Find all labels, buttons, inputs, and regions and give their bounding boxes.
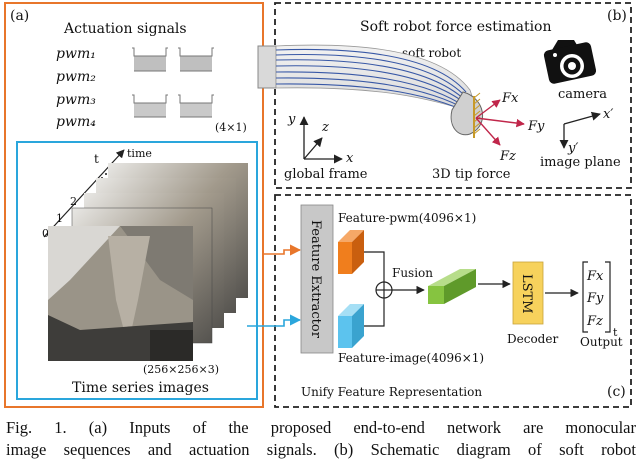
image-axis-y: y′ [567, 141, 578, 156]
image-to-extractor-arrow [247, 314, 302, 327]
caption-line-2: image sequences and actuation signals. (… [6, 440, 636, 459]
camera-icon [543, 40, 597, 84]
tip-force-fz: Fz [499, 149, 516, 164]
tip-force-fx: Fx [501, 91, 519, 106]
pwm-label-1: pwm₁ [56, 46, 96, 62]
panel-b-label: (b) [607, 8, 627, 24]
pwm-label-4: pwm₄ [56, 114, 96, 130]
images-caption: Time series images [72, 380, 209, 396]
pwm-label-2: pwm₂ [56, 69, 96, 85]
panel-b-title: Soft robot force estimation [360, 19, 552, 35]
lstm-block [512, 261, 544, 325]
global-axis-x: x [346, 151, 354, 166]
frame-index-0: 0 [42, 227, 49, 240]
lstm-label: LSTM [519, 274, 534, 314]
soft-robot-label: soft robot [402, 46, 461, 60]
image-front-frame [48, 226, 193, 361]
panel-a-border [4, 2, 264, 408]
pwm-dim-label: (4×1) [215, 121, 247, 134]
global-axis-z: z [321, 120, 329, 135]
tip-force-arrows [475, 99, 525, 146]
pwm-to-extractor-arrow [263, 244, 302, 256]
image-axis-x: x′ [603, 107, 613, 122]
soft-robot-body [257, 44, 484, 138]
output-fz: Fz [586, 314, 603, 329]
time-t-label: t [94, 152, 99, 166]
feature-image-label: Feature-image(4096×1) [338, 351, 484, 365]
global-frame-axes [299, 116, 343, 164]
tip-force-fy: Fy [527, 119, 545, 134]
feature-pwm-block [338, 230, 364, 274]
panel-c-border [274, 194, 632, 408]
output-t-subscript: t [613, 326, 618, 339]
feature-extractor-label: Feature Extractor [308, 220, 323, 339]
image-plane-axes [559, 111, 601, 149]
images-box [16, 141, 258, 400]
actuation-title: Actuation signals [63, 21, 187, 37]
image-dim-label: (256×256×3) [143, 363, 219, 376]
panel-a-label: (a) [10, 8, 29, 24]
feature-pwm-label: Feature-pwm(4096×1) [338, 211, 476, 225]
decoder-label: Decoder [507, 332, 558, 346]
fusion-label: Fusion [392, 266, 433, 280]
output-fx: Fx [586, 269, 604, 284]
caption-line-1: Fig. 1. (a) Inputs of the proposed end-t… [6, 418, 636, 437]
unify-label: Unify Feature Representation [301, 385, 482, 399]
figure-caption: Fig. 1. (a) Inputs of the proposed end-t… [6, 417, 636, 461]
output-label: Output [580, 335, 623, 349]
frame-index-2: 2 [70, 195, 77, 208]
panel-c-label: (c) [607, 384, 626, 400]
feature-image-block [338, 304, 364, 348]
time-axis-label: time [127, 147, 152, 160]
image-plane-label: image plane [540, 155, 621, 170]
output-fy: Fy [586, 291, 604, 306]
fused-feature-block [428, 269, 476, 304]
feature-extractor-block [300, 204, 334, 354]
fusion-connectors [364, 251, 385, 327]
pwm-signal-plots [132, 47, 214, 118]
global-frame-label: global frame [284, 167, 368, 182]
fusion-plus-icon [375, 281, 393, 299]
figure-canvas: (a) Actuation signals pwm₁ pwm₂ pwm₃ pwm… [4, 2, 632, 408]
global-axis-y: y [287, 112, 296, 127]
tip-force-label: 3D tip force [432, 167, 511, 182]
camera-label: camera [558, 87, 607, 102]
frame-index-1: 1 [56, 212, 63, 225]
pwm-label-3: pwm₃ [56, 92, 96, 108]
output-vector-brackets [582, 261, 611, 333]
